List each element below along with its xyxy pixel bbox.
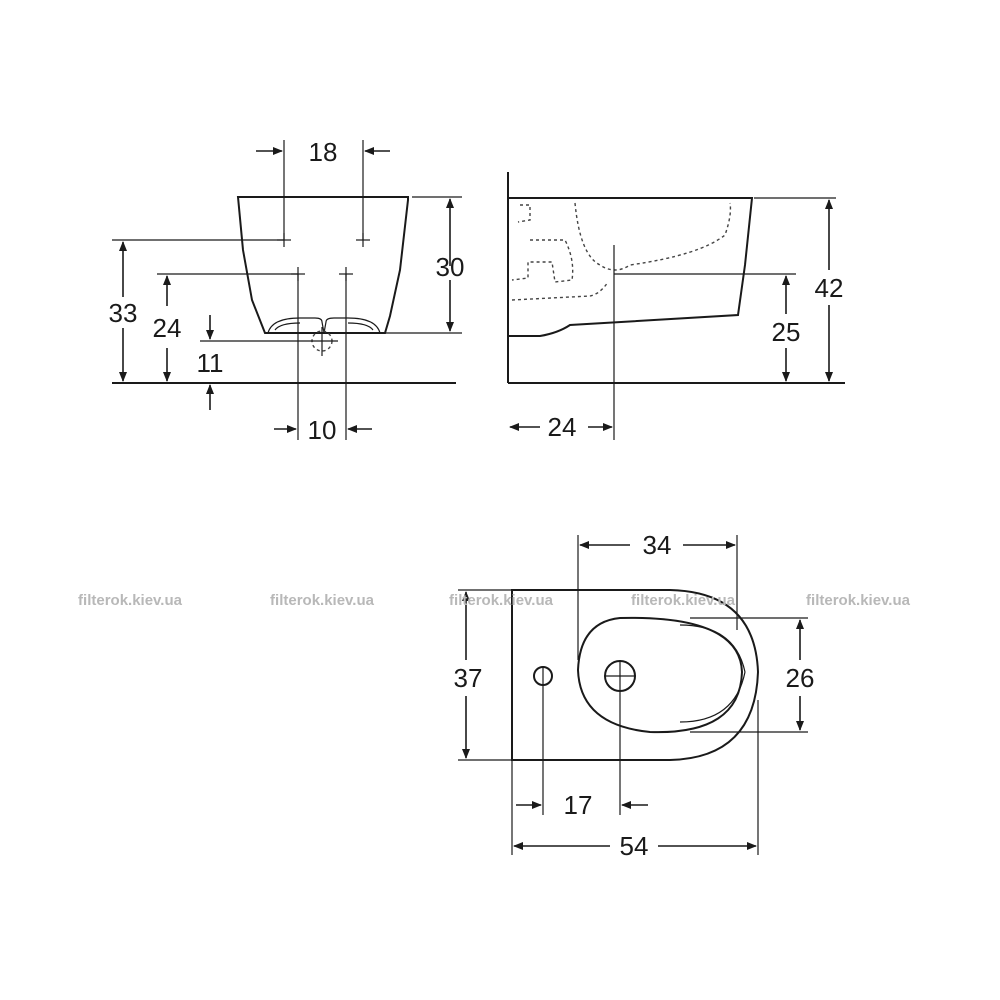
dim-front-10: 10 xyxy=(308,415,337,445)
dim-side-24: 24 xyxy=(548,412,577,442)
dim-top-54: 54 xyxy=(620,831,649,861)
dim-top-34: 34 xyxy=(643,530,672,560)
dim-front-24: 24 xyxy=(153,313,182,343)
front-bowl-outline xyxy=(236,196,409,334)
side-inner-bowl xyxy=(574,202,732,271)
dim-side-25: 25 xyxy=(772,317,801,347)
watermark: filterok.kiev.ua xyxy=(78,592,183,609)
side-view: 42 25 24 xyxy=(507,172,845,442)
top-bowl-outline xyxy=(576,616,744,734)
watermark: filterok.kiev.ua xyxy=(806,592,911,609)
dim-top-26: 26 xyxy=(786,663,815,693)
watermark: filterok.kiev.ua xyxy=(270,592,375,609)
dim-front-18: 18 xyxy=(309,137,338,167)
dim-front-11: 11 xyxy=(197,348,224,378)
dim-front-33: 33 xyxy=(109,298,138,328)
side-inner-channel xyxy=(511,239,574,283)
dim-top-37: 37 xyxy=(454,663,483,693)
watermark: filterok.kiev.ua xyxy=(449,592,554,609)
front-foot-right xyxy=(323,317,381,334)
front-foot-left xyxy=(267,317,325,334)
top-view: 34 37 26 17 54 xyxy=(454,530,815,861)
watermark: filterok.kiev.ua xyxy=(631,592,736,609)
side-bowl-outline xyxy=(507,197,754,337)
front-view: 18 30 33 24 11 10 xyxy=(109,137,465,445)
watermark-row: filterok.kiev.ua filterok.kiev.ua filter… xyxy=(78,592,911,609)
dim-side-42: 42 xyxy=(815,273,844,303)
dim-top-17: 17 xyxy=(564,790,593,820)
dim-front-30: 30 xyxy=(436,252,465,282)
